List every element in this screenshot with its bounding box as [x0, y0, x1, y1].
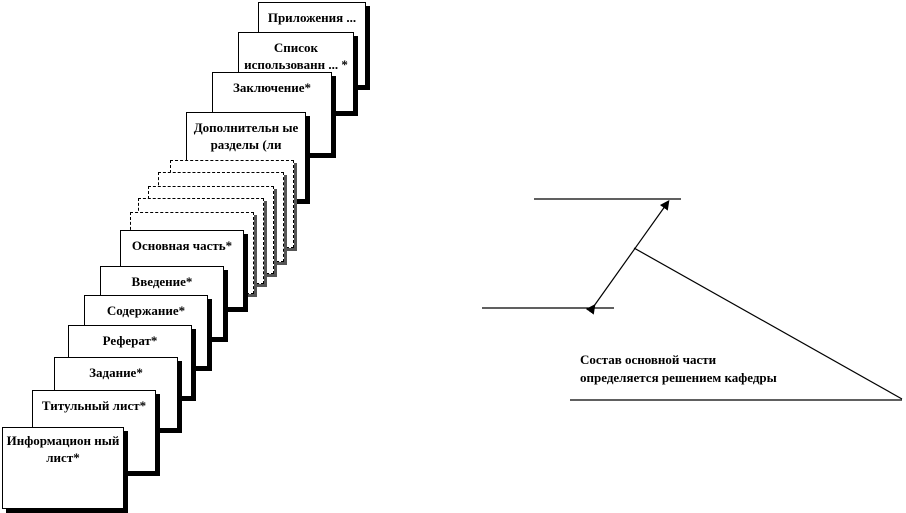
callout-note: Состав основной части определяется решен… — [580, 351, 777, 387]
sheet-references-label: Список использованн ... * — [244, 40, 348, 72]
callout-leader-line — [633, 247, 903, 400]
sheet-conclusion-label: Заключение* — [233, 80, 311, 95]
sheet-contents-label: Содержание* — [106, 303, 186, 318]
sheet-introduction-label: Введение* — [131, 274, 193, 289]
double-arrow — [585, 200, 670, 315]
sheet-info: Информацион ный лист* — [2, 427, 124, 509]
sheet-assignment-label: Задание* — [89, 365, 143, 380]
callout-note-line2: определяется решением кафедры — [580, 370, 777, 385]
sheet-main-part-label: Основная часть* — [131, 238, 233, 253]
sheet-title-page-label: Титульный лист* — [41, 398, 147, 413]
sheet-abstract-label: Реферат* — [102, 333, 158, 348]
callout-note-line1: Состав основной части — [580, 352, 717, 367]
sheet-info-label: Информацион ный лист* — [6, 433, 120, 465]
sheet-additional-sections-label: Дополнительн ые разделы (ли — [193, 120, 299, 152]
